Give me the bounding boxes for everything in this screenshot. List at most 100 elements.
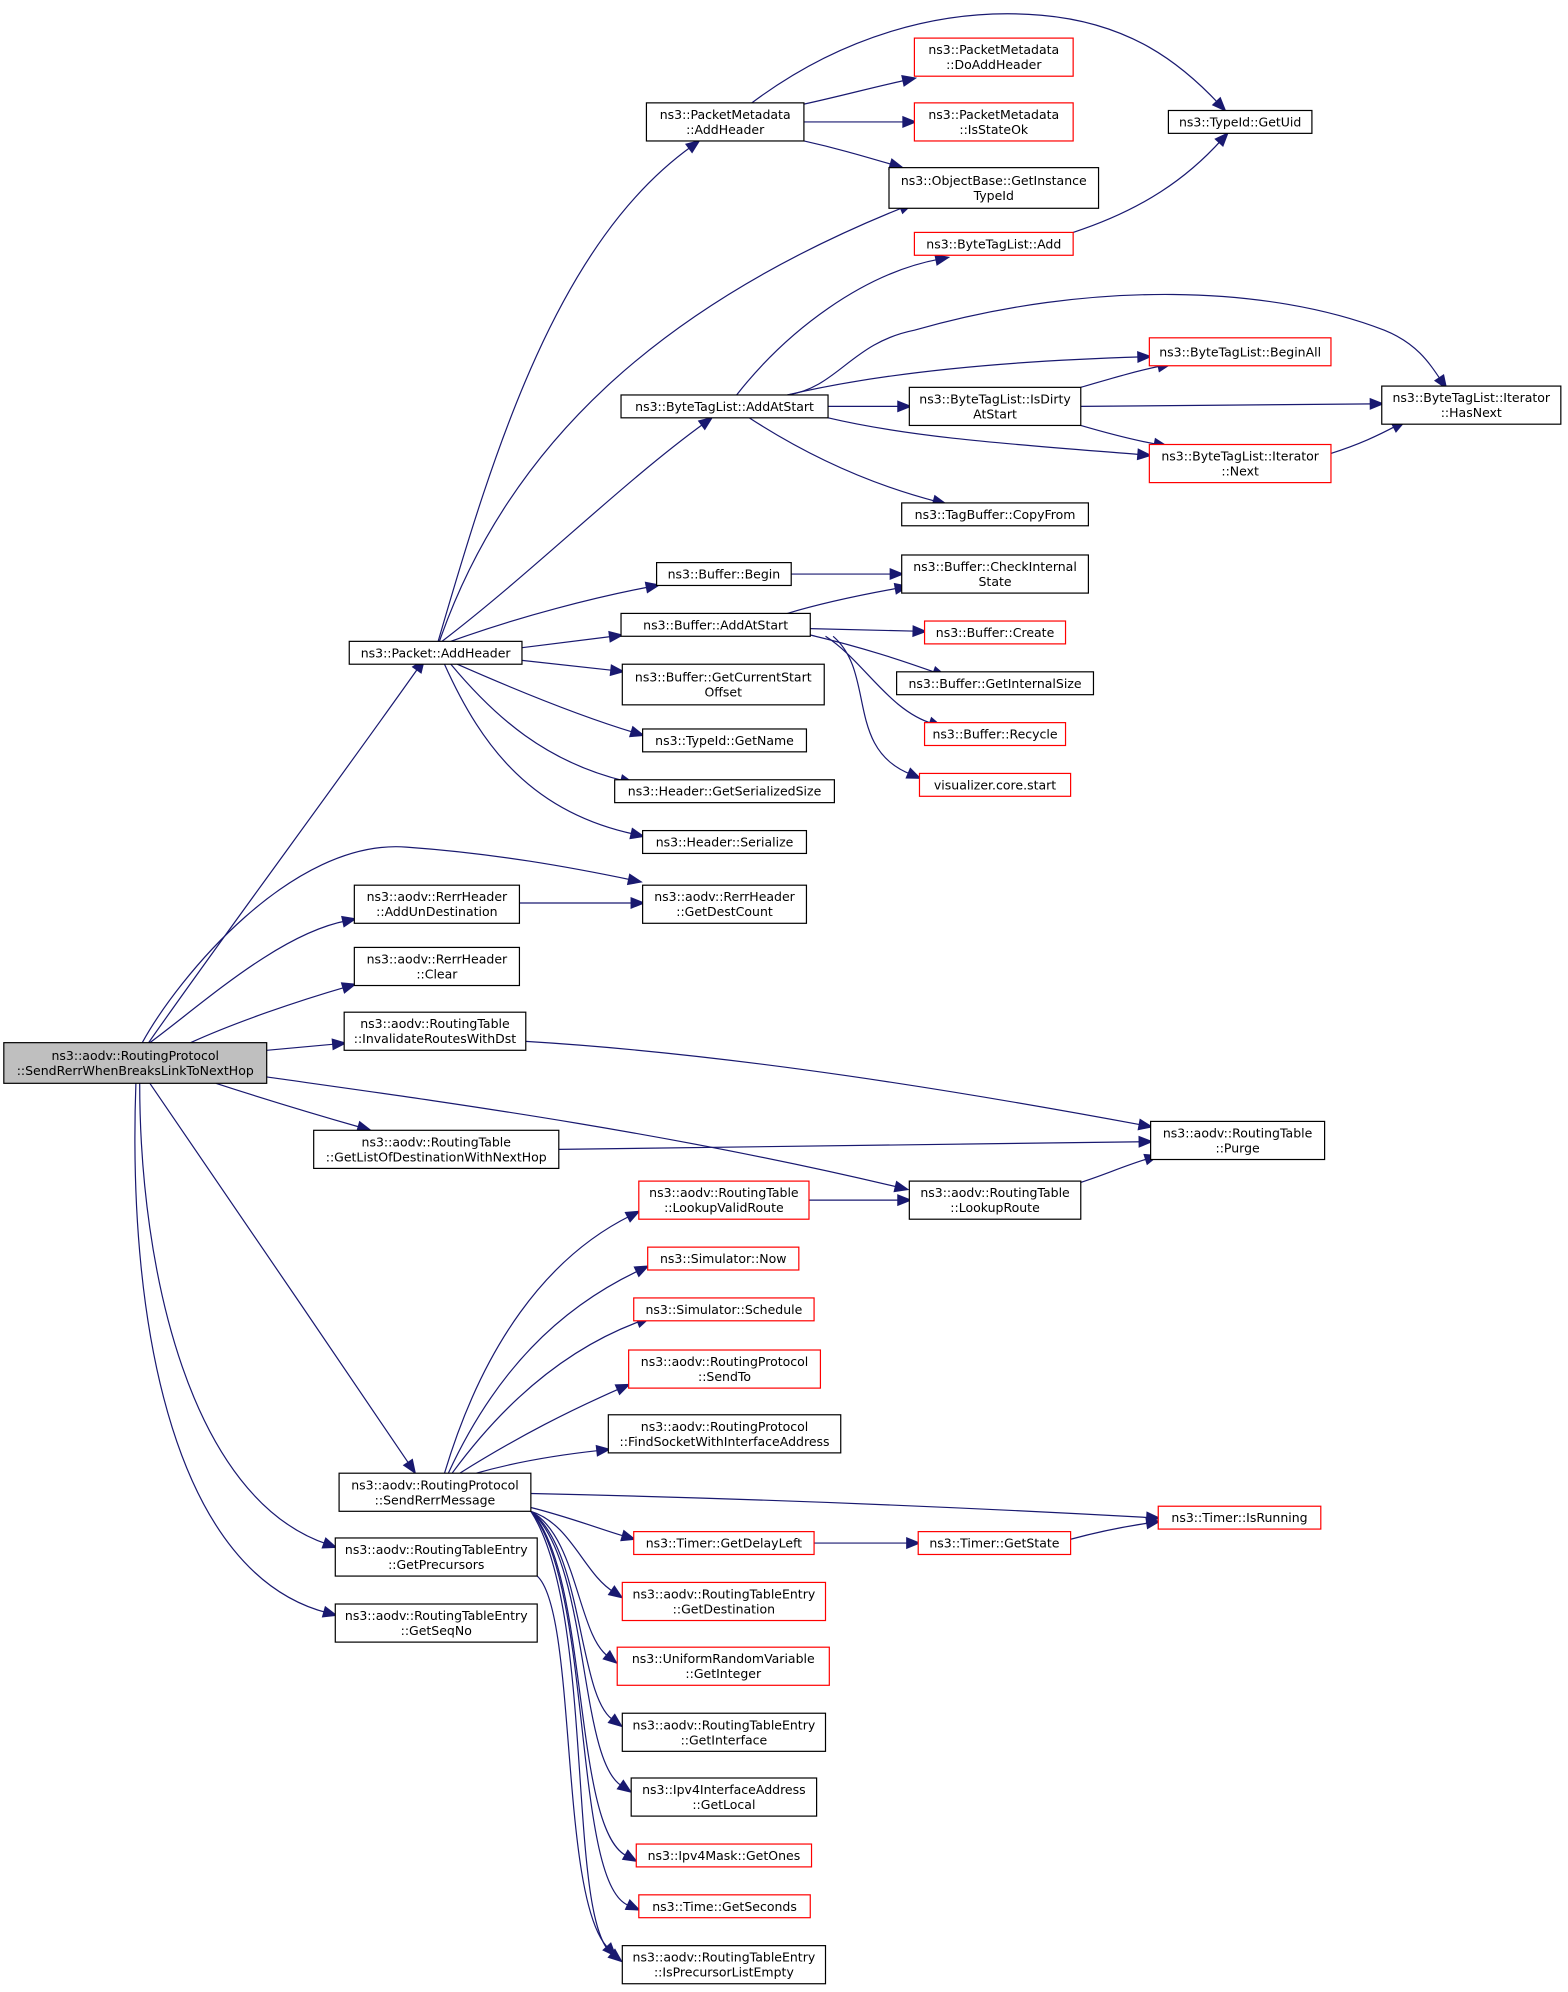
edge-line xyxy=(531,1511,615,1956)
edge-btl_addatstart-to-btl_isdirty xyxy=(828,400,913,413)
node-box xyxy=(348,640,523,665)
edge-pkt_addheader-to-typeid_getname xyxy=(457,664,646,738)
node-typeid_getname[interactable]: ns3::TypeId::GetName xyxy=(642,728,808,753)
node-ipv4mask_getones[interactable]: ns3::Ipv4Mask::GetOnes xyxy=(635,1843,813,1868)
edge-rp_sendrerrmsg-to-rp_sendto xyxy=(460,1383,631,1474)
edge-line xyxy=(810,629,917,632)
node-label-line: ns3::ByteTagList::Iterator xyxy=(1161,449,1319,464)
node-label-line: ::LookupValidRoute xyxy=(664,1200,784,1215)
node-label-line: ns3::Packet::AddHeader xyxy=(361,645,512,660)
node-btl_iterhasnext[interactable]: ns3::ByteTagList::Iterator::HasNext xyxy=(1381,385,1562,425)
node-buf_begin[interactable]: ns3::Buffer::Begin xyxy=(655,562,792,587)
arrowhead xyxy=(620,1529,637,1542)
node-buf_addatstart[interactable]: ns3::Buffer::AddAtStart xyxy=(620,612,811,637)
node-root[interactable]: ns3::aodv::RoutingProtocol::SendRerrWhen… xyxy=(3,1042,268,1084)
edge-line xyxy=(531,1511,610,1657)
node-tagbuf_copyfrom[interactable]: ns3::TagBuffer::CopyFrom xyxy=(901,502,1089,527)
node-pm_isstateok[interactable]: ns3::PacketMetadata::IsStateOk xyxy=(913,102,1074,142)
node-label-line: ::LookupRoute xyxy=(950,1200,1040,1215)
node-rp_findsocket[interactable]: ns3::aodv::RoutingProtocol::FindSocketWi… xyxy=(607,1414,842,1454)
node-label-line: ::Purge xyxy=(1216,1140,1261,1155)
edge-rp_sendrerrmsg-to-rt_lookupvalid xyxy=(445,1210,641,1473)
node-btl_add[interactable]: ns3::ByteTagList::Add xyxy=(913,231,1074,256)
node-pm_addheader[interactable]: ns3::PacketMetadata::AddHeader xyxy=(645,102,805,142)
node-label-line: ns3::aodv::RerrHeader xyxy=(367,889,508,904)
node-label-line: ::InvalidateRoutesWithDst xyxy=(354,1031,517,1046)
arrowhead xyxy=(897,400,913,413)
node-sim_now[interactable]: ns3::Simulator::Now xyxy=(647,1246,800,1271)
arrowhead xyxy=(889,568,905,581)
edge-line xyxy=(804,141,894,165)
node-rp_sendrerrmsg[interactable]: ns3::aodv::RoutingProtocol::SendRerrMess… xyxy=(338,1472,532,1512)
node-buf_create[interactable]: ns3::Buffer::Create xyxy=(923,620,1067,645)
node-rt_invalidate[interactable]: ns3::aodv::RoutingTable::InvalidateRoute… xyxy=(343,1011,527,1051)
node-rte_getdest[interactable]: ns3::aodv::RoutingTableEntry::GetDestina… xyxy=(621,1581,827,1622)
node-rt_lookupvalid[interactable]: ns3::aodv::RoutingTable::LookupValidRout… xyxy=(638,1180,810,1220)
node-rte_getiface[interactable]: ns3::aodv::RoutingTableEntry::GetInterfa… xyxy=(621,1712,827,1752)
node-rerr_getdest[interactable]: ns3::aodv::RerrHeader::GetDestCount xyxy=(642,884,808,924)
node-box xyxy=(1148,443,1332,484)
node-urv_getint[interactable]: ns3::UniformRandomVariable::GetInteger xyxy=(616,1646,830,1686)
node-rerr_addun[interactable]: ns3::aodv::RerrHeader::AddUnDestination xyxy=(353,884,521,924)
node-vis_start[interactable]: visualizer.core.start xyxy=(918,772,1072,797)
node-ipv4if_getlocal[interactable]: ns3::Ipv4InterfaceAddress::GetLocal xyxy=(630,1777,818,1817)
node-pkt_addheader[interactable]: ns3::Packet::AddHeader xyxy=(348,640,523,665)
node-timer_getstate[interactable]: ns3::Timer::GetState xyxy=(917,1531,1072,1556)
node-box xyxy=(638,1894,811,1919)
arrowhead xyxy=(624,1898,641,1911)
node-rte_getseqno[interactable]: ns3::aodv::RoutingTableEntry::GetSeqNo xyxy=(334,1603,538,1643)
node-rp_sendto[interactable]: ns3::aodv::RoutingProtocol::SendTo xyxy=(628,1349,822,1389)
edge-rp_sendrerrmsg-to-sim_now xyxy=(448,1265,650,1473)
arrowhead xyxy=(595,1444,612,1457)
node-time_getsec[interactable]: ns3::Time::GetSeconds xyxy=(638,1894,811,1919)
node-label-line: ns3::Buffer::Recycle xyxy=(933,727,1058,742)
node-buf_recycle[interactable]: ns3::Buffer::Recycle xyxy=(923,722,1067,747)
node-btl_beginall[interactable]: ns3::ByteTagList::BeginAll xyxy=(1148,337,1332,367)
node-label-line: ns3::UniformRandomVariable xyxy=(632,1651,815,1666)
edge-root-to-rt_invalidate xyxy=(267,1038,348,1050)
node-box xyxy=(901,554,1089,594)
node-rt_getlist[interactable]: ns3::aodv::RoutingTable::GetListOfDestin… xyxy=(313,1129,560,1170)
arrowhead xyxy=(902,115,918,128)
node-label-line: ns3::aodv::RoutingTableEntry xyxy=(633,1717,816,1732)
node-rt_purge[interactable]: ns3::aodv::RoutingTable::Purge xyxy=(1150,1120,1326,1161)
node-box xyxy=(638,1180,810,1220)
edge-rp_sendrerrmsg-to-rp_findsocket xyxy=(476,1444,612,1473)
edge-pkt_addheader-to-hdr_getsersize xyxy=(451,664,636,786)
edge-root-to-rt_lookuproute xyxy=(267,1077,910,1193)
node-sim_schedule[interactable]: ns3::Simulator::Schedule xyxy=(633,1297,815,1322)
node-btl_iternext[interactable]: ns3::ByteTagList::Iterator::Next xyxy=(1148,443,1332,484)
node-rerr_clear[interactable]: ns3::aodv::RerrHeader::Clear xyxy=(353,946,521,987)
node-hdr_getsersize[interactable]: ns3::Header::GetSerializedSize xyxy=(614,779,835,804)
node-label-line: ns3::PacketMetadata xyxy=(660,107,791,122)
arrowhead xyxy=(1214,131,1229,148)
node-typeid_getuid[interactable]: ns3::TypeId::GetUid xyxy=(1167,109,1313,134)
edge-pm_addheader-to-pm_isstateok xyxy=(804,115,918,128)
edge-line xyxy=(451,664,625,781)
node-btl_addatstart[interactable]: ns3::ByteTagList::AddAtStart xyxy=(620,394,829,419)
node-label-line: ns3::aodv::RoutingTable xyxy=(362,1134,512,1149)
node-label-line: ::DoAddHeader xyxy=(946,57,1042,72)
node-rt_lookuproute[interactable]: ns3::aodv::RoutingTable::LookupRoute xyxy=(908,1180,1082,1220)
edge-line xyxy=(531,1507,626,1536)
node-label-line: ns3::ByteTagList::IsDirty xyxy=(919,391,1071,406)
edge-root-to-rerr_addun xyxy=(150,915,358,1043)
node-hdr_serialize[interactable]: ns3::Header::Serialize xyxy=(642,829,808,855)
edge-line xyxy=(810,635,937,673)
node-timer_isrunning[interactable]: ns3::Timer::IsRunning xyxy=(1157,1505,1322,1530)
node-label-line: ns3::aodv::RoutingProtocol xyxy=(351,1477,519,1492)
edge-line xyxy=(191,987,347,1043)
node-timer_getdelay[interactable]: ns3::Timer::GetDelayLeft xyxy=(633,1531,815,1556)
node-pm_doaddheader[interactable]: ns3::PacketMetadata::DoAddHeader xyxy=(913,37,1074,77)
edge-line xyxy=(149,667,420,1043)
node-label-line: ns3::aodv::RoutingTableEntry xyxy=(345,1542,528,1557)
node-buf_getintsize[interactable]: ns3::Buffer::GetInternalSize xyxy=(896,671,1095,696)
node-rte_isprecempty[interactable]: ns3::aodv::RoutingTableEntry::IsPrecurso… xyxy=(621,1945,827,1985)
node-box xyxy=(614,779,835,804)
node-label-line: ns3::aodv::RerrHeader xyxy=(367,951,508,966)
node-rte_getprec[interactable]: ns3::aodv::RoutingTableEntry::GetPrecurs… xyxy=(334,1537,538,1577)
